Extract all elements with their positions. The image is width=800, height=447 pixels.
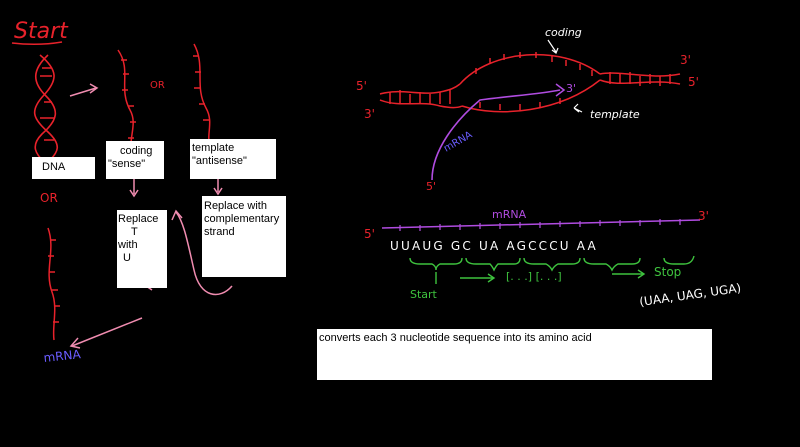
start-underline bbox=[11, 41, 63, 46]
bubble-right-3prime: 3' bbox=[680, 53, 691, 67]
replace-box-line1: Replace bbox=[118, 213, 159, 225]
replace-box-line4: U bbox=[123, 252, 131, 264]
or-label-top: OR bbox=[150, 80, 165, 91]
complementary-box-line3: strand bbox=[204, 226, 235, 238]
mrna-strand-bubble bbox=[431, 89, 561, 181]
arrow-head bbox=[171, 209, 183, 221]
template-box-line1: template bbox=[192, 142, 235, 154]
mrna-line-label: mRNA bbox=[492, 208, 527, 221]
replace-box-line2: T bbox=[131, 226, 138, 238]
complementary-box-line2: complementary bbox=[204, 213, 280, 225]
stop-codons: (UAA, UAG, UGA) bbox=[638, 281, 741, 309]
arrow-head bbox=[69, 337, 81, 349]
or-label-left: OR bbox=[40, 191, 58, 205]
stop-label: Stop bbox=[654, 265, 681, 279]
replace-box-line3: with bbox=[118, 239, 138, 251]
start-codon-label: Start bbox=[410, 288, 438, 301]
arrow-head bbox=[129, 189, 139, 198]
coding-box-line2: "sense" bbox=[108, 158, 146, 170]
coding-box-line1: coding bbox=[120, 145, 153, 157]
mrna-line-ticks bbox=[399, 219, 681, 231]
coding-strand bbox=[117, 49, 136, 153]
caption-text: converts each 3 nucleotide sequence into… bbox=[319, 332, 592, 344]
coding-sense-box: coding "sense" bbox=[106, 141, 164, 179]
start-label: Start bbox=[14, 19, 69, 44]
bubble-right-5prime: 5' bbox=[688, 75, 699, 89]
codon-brackets bbox=[409, 255, 695, 284]
arrow-complementary-to-replace bbox=[175, 211, 233, 296]
mrna-sequence: UUAUG GC UA AGCCCU AA bbox=[390, 239, 598, 253]
mrna-strand-left bbox=[47, 227, 60, 341]
arrow-head bbox=[89, 83, 99, 94]
coding-pointer bbox=[547, 39, 559, 54]
translation-5prime: 5' bbox=[364, 227, 375, 241]
translation-3prime: 3' bbox=[698, 209, 709, 223]
mrna-line bbox=[381, 219, 701, 229]
template-label: template bbox=[590, 108, 640, 121]
dna-double-helix bbox=[33, 54, 59, 163]
arrow-head bbox=[213, 187, 223, 196]
dna-box-label: DNA bbox=[42, 161, 66, 173]
complementary-box-line1: Replace with bbox=[204, 200, 267, 212]
complementary-box: Replace with complementary strand bbox=[202, 196, 286, 277]
mrna-label-left: mRNA bbox=[43, 347, 82, 365]
arrow-to-strands bbox=[69, 87, 97, 97]
template-box-line2: "antisense" bbox=[192, 155, 247, 167]
coding-label: coding bbox=[545, 26, 582, 39]
template-antisense-box: template "antisense" bbox=[190, 139, 276, 179]
bubble-left-5prime: 5' bbox=[356, 79, 367, 93]
codon-placeholder: [. . .] [. . .] bbox=[506, 270, 562, 283]
transcription-bubble bbox=[379, 52, 681, 113]
replace-t-with-u-box: Replace T with U bbox=[117, 210, 167, 288]
mrna-bubble-5prime: 5' bbox=[426, 180, 436, 193]
bubble-left-3prime: 3' bbox=[364, 107, 375, 121]
template-strand bbox=[193, 43, 211, 147]
arrow-head bbox=[555, 83, 566, 97]
arrow-replace-to-mrna bbox=[71, 317, 143, 347]
mrna-bubble-label: mRNA bbox=[442, 129, 474, 154]
dna-box: DNA bbox=[32, 157, 95, 179]
caption-box: converts each 3 nucleotide sequence into… bbox=[317, 329, 712, 380]
mrna-bubble-3prime: 3' bbox=[566, 82, 576, 95]
template-pointer bbox=[573, 103, 583, 113]
